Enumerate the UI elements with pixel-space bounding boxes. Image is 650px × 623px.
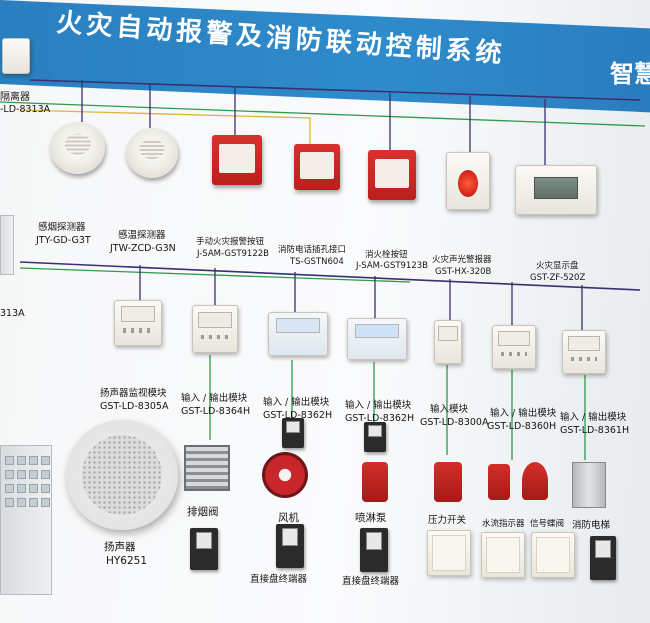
- relay-fan: [276, 524, 304, 568]
- switch-plate-1: [427, 530, 471, 576]
- speaker-name: 扬声器: [104, 541, 136, 553]
- banner-right-text: 智慧: [610, 60, 650, 88]
- fire-display-panel: [515, 165, 597, 215]
- signal-valve-label: 信号蝶阀: [530, 519, 565, 529]
- flow-indicator-label: 水流指示器: [482, 519, 525, 529]
- switch-plate-3: [531, 532, 575, 578]
- isolator-model: -LD-8313A: [0, 104, 51, 115]
- io-module-2-model: GST-LD-8362H: [263, 410, 333, 421]
- io-module-8360h: [492, 325, 536, 369]
- fan: [262, 452, 308, 498]
- phone-jack-interface: [294, 144, 340, 190]
- left-edge-panel: [0, 215, 14, 275]
- speaker-monitor-module: [114, 300, 162, 346]
- isolator-module: [2, 38, 30, 74]
- hydrant-button-name: 消火栓按钮: [365, 250, 408, 260]
- terminal-label-2: 直接盘终端器: [342, 576, 400, 587]
- io-module-5-name: 输入 / 输出模块: [560, 412, 627, 423]
- ceiling-speaker: [66, 420, 178, 530]
- manual-alarm-button-name: 手动火灾报警按钮: [196, 237, 265, 247]
- speaker-model: HY6251: [106, 555, 148, 567]
- hydrant-button: [368, 150, 416, 200]
- phone-jack-model: TS-GSTN604: [290, 257, 344, 267]
- input-module-model: GST-LD-8300A: [420, 417, 489, 428]
- isolator-label: 隔离器: [0, 92, 30, 103]
- io-module-1-name: 输入 / 输出模块: [181, 393, 248, 404]
- flow-indicator-valve: [488, 464, 510, 500]
- manual-alarm-button-model: J-SAM-GST9122B: [197, 249, 269, 259]
- io-module-3-model: GST-LD-8362H: [345, 413, 415, 424]
- fire-display-panel-name: 火灾显示盘: [536, 261, 579, 271]
- damper-label: 排烟阀: [187, 506, 219, 518]
- io-module-8362h-a: [268, 312, 328, 356]
- terminal-label-1: 直接盘终端器: [250, 574, 308, 585]
- smoke-damper: [184, 445, 230, 491]
- io-module-3-name: 输入 / 输出模块: [345, 400, 412, 411]
- pressure-switch-valve: [434, 462, 462, 502]
- signal-butterfly-valve: [522, 462, 548, 500]
- relay-damper: [190, 528, 218, 570]
- pressure-switch-label: 压力开关: [428, 515, 467, 526]
- controller-cabinet: [0, 445, 52, 595]
- sound-light-alarm-model: GST-HX-320B: [435, 267, 492, 277]
- smoke-detector-name: 感烟探测器: [38, 222, 86, 233]
- fire-display-panel-model: GST-ZF-520Z: [530, 273, 586, 283]
- relay-fan-io: [282, 418, 304, 448]
- smoke-detector: [50, 122, 105, 174]
- speaker-monitor-model: GST-LD-8305A: [100, 401, 169, 412]
- fan-label: 风机: [278, 512, 299, 524]
- input-module-8300a: [434, 320, 462, 364]
- heat-detector-name: 感温探测器: [118, 230, 166, 241]
- io-module-1-model: GST-LD-8364H: [181, 406, 251, 417]
- elevator-label: 消防电梯: [572, 520, 611, 531]
- heat-detector: [126, 128, 178, 178]
- io-module-8362h-b: [347, 318, 407, 360]
- io-module-4-name: 输入 / 输出模块: [490, 408, 557, 419]
- io-module-4-model: GST-LD-8360H: [487, 421, 557, 432]
- relay-elevator: [590, 536, 616, 580]
- heat-detector-model: JTW-ZCD-G3N: [110, 243, 176, 254]
- pump-label: 喷淋泵: [355, 512, 387, 524]
- phone-jack-name: 消防电话插孔接口: [278, 245, 347, 255]
- io-module-5-model: GST-LD-8361H: [560, 425, 630, 436]
- relay-pump: [360, 528, 388, 572]
- speaker-monitor-name: 扬声器监视模块: [100, 388, 167, 399]
- left-edge-model: 313A: [0, 308, 25, 319]
- smoke-detector-model: JTY-GD-G3T: [36, 235, 91, 246]
- fire-elevator: [572, 462, 606, 508]
- sound-light-alarm: [446, 152, 490, 210]
- io-module-8364h: [192, 305, 238, 353]
- sprinkler-pump: [362, 462, 388, 502]
- hydrant-button-model: J-SAM-GST9123B: [356, 261, 428, 271]
- io-module-2-name: 输入 / 输出模块: [263, 397, 330, 408]
- switch-plate-2: [481, 532, 525, 578]
- relay-pump-io: [364, 422, 386, 452]
- input-module-name: 输入模块: [430, 404, 469, 415]
- manual-alarm-button: [212, 135, 262, 185]
- io-module-8361h: [562, 330, 606, 374]
- sound-light-alarm-name: 火灾声光警报器: [432, 255, 492, 265]
